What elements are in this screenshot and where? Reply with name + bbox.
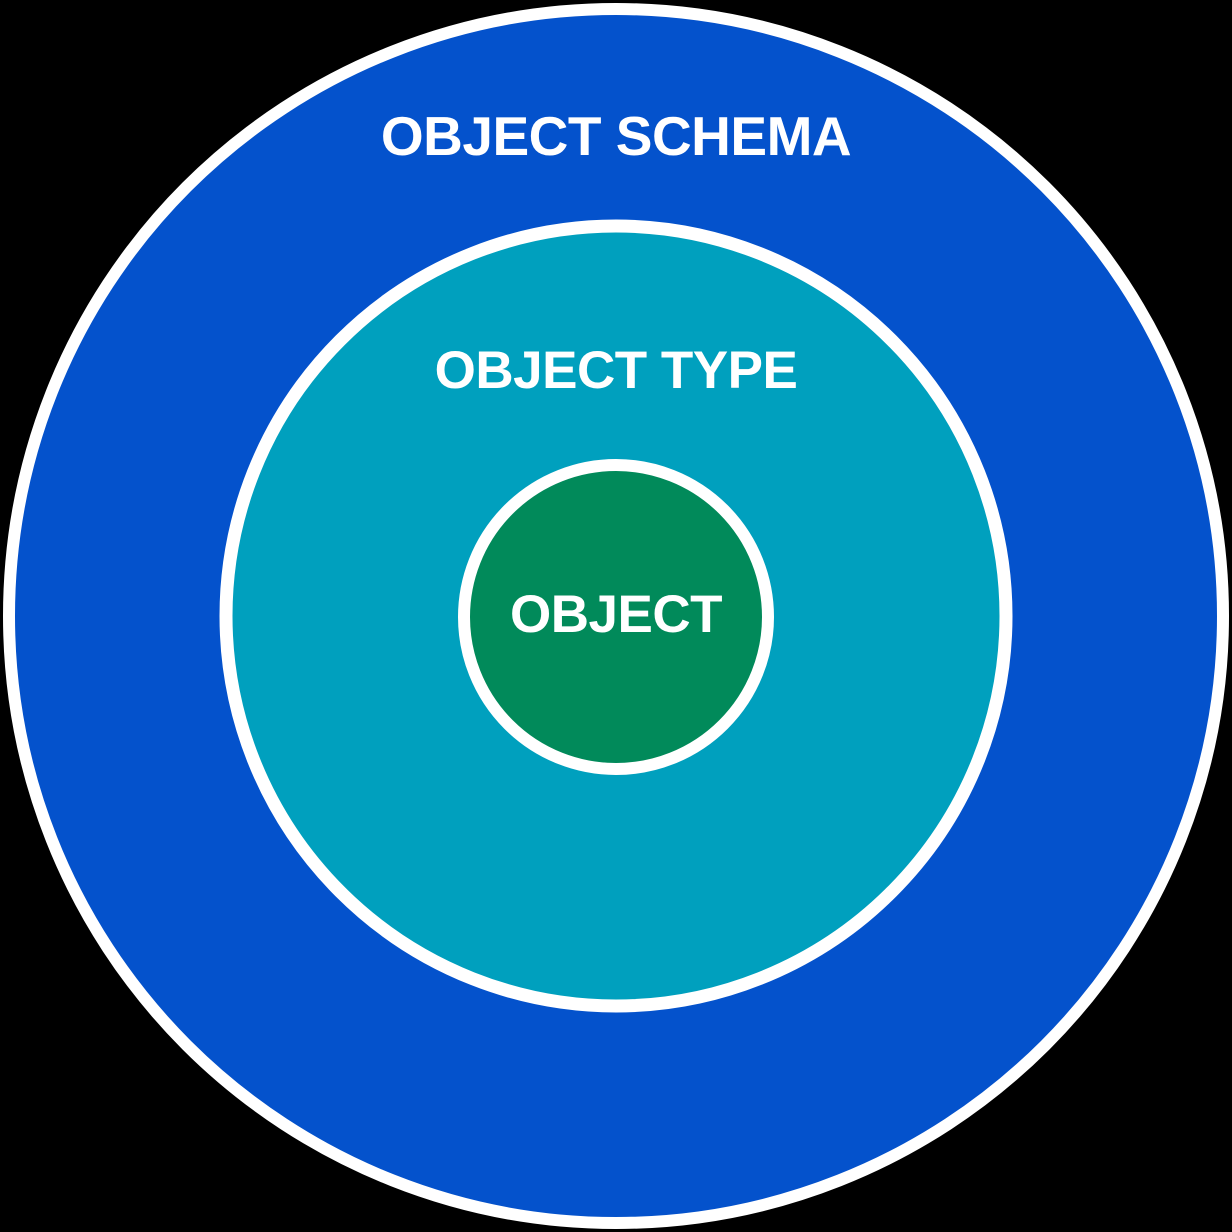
object-label: OBJECT bbox=[510, 585, 722, 644]
object-schema-label: OBJECT SCHEMA bbox=[381, 105, 851, 167]
object-circle bbox=[458, 459, 774, 775]
object-type-label: OBJECT TYPE bbox=[435, 341, 798, 400]
